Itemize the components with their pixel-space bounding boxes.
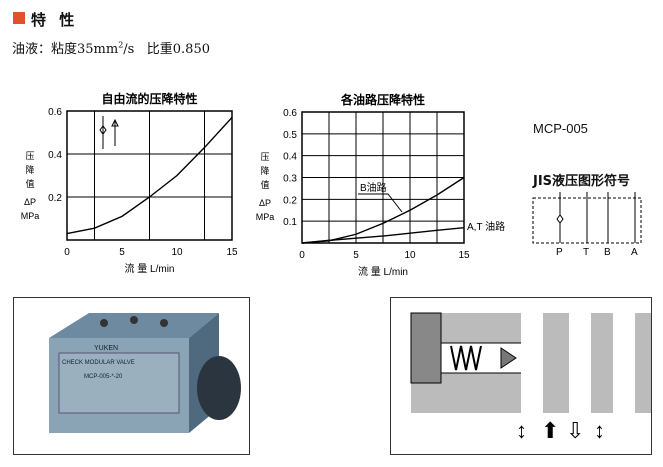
product-photo: YUKEN CHECK MODULAR VALVE MCP-005-*-20 (13, 297, 250, 455)
cross-section-illustration: ↕ ⬆ ⇩ ↕ (410, 312, 651, 443)
series-line (301, 227, 465, 244)
x-tick-label: 10 (171, 247, 183, 258)
photo-model: MCP-005-*-20 (84, 374, 123, 380)
jis-title: JIS液压图形符号 (533, 174, 631, 189)
check-valve-icon (556, 214, 564, 224)
up-arrow-icon: ⬆ (541, 418, 559, 443)
y-tick-label: 0.4 (283, 152, 297, 163)
y-tick-label: 0.5 (283, 130, 297, 141)
y-axis-label: 值 (260, 179, 269, 190)
port-p: P (556, 247, 563, 258)
y-axis-label: 压 (260, 152, 269, 162)
y-tick-label: 0.4 (48, 150, 62, 161)
check-valve-icon (99, 116, 119, 149)
cross-section-diagram: ↕ ⬆ ⇩ ↕ (390, 297, 652, 455)
bidirectional-arrow-icon: ↕ (516, 418, 527, 443)
y-axis-label: ΔP (24, 197, 36, 207)
valve-illustration: YUKEN CHECK MODULAR VALVE MCP-005-*-20 (49, 313, 241, 433)
down-arrow-outline-icon: ⇩ (566, 418, 584, 443)
y-tick-label: 0.2 (48, 193, 62, 204)
y-axis-label: MPa (21, 211, 40, 221)
series-label-b: B油路 (360, 181, 387, 194)
y-tick-label: 0.6 (48, 107, 62, 118)
y-tick-label: 0.1 (283, 217, 297, 228)
chart-title: 自由流的压降特性 (101, 91, 197, 106)
section-title: 特 性 (31, 11, 79, 29)
model-number: MCP-005 (533, 121, 588, 136)
series-label-at: A,T 油路 (467, 220, 505, 233)
oil-viscosity-exponent: 2 (118, 40, 124, 50)
oil-gravity: 比重0.850 (146, 42, 210, 57)
x-tick-label: 15 (226, 247, 238, 258)
oil-spec: 油液：粘度35mm2/s 比重0.850 (12, 38, 210, 57)
x-tick-label: 10 (404, 250, 416, 261)
y-tick-label: 0.3 (283, 174, 297, 185)
y-axis-label: ΔP (259, 198, 271, 208)
y-axis-label: 降 (260, 165, 269, 176)
photo-brand: YUKEN (94, 345, 118, 352)
x-tick-label: 5 (353, 250, 359, 261)
port-pressure-chart: 各油路压降特性 0 5 10 15 0.1 0.2 0.3 0.4 0.5 0.6 流 量 L/min… (256, 92, 505, 278)
x-axis-label: 流 量 L/min (358, 265, 408, 278)
bidirectional-arrow-icon: ↕ (594, 418, 605, 443)
y-tick-label: 0.2 (283, 195, 297, 206)
x-tick-label: 0 (299, 250, 305, 261)
port-b: B (604, 247, 611, 258)
oil-viscosity-unit: /s (123, 42, 135, 57)
leader-line (358, 193, 403, 213)
free-flow-chart: 自由流的压降特性 0 5 10 15 0.2 0.4 0.6 流 量 L/min 压降值 ΔP MPa (21, 91, 238, 275)
x-tick-label: 5 (119, 247, 125, 258)
x-tick-label: 0 (64, 247, 70, 258)
x-tick-label: 15 (458, 250, 470, 261)
port-t: T (583, 247, 589, 258)
y-axis-label: 降 (25, 164, 34, 175)
y-axis-label: 压 (25, 151, 34, 161)
photo-label: CHECK MODULAR VALVE (62, 360, 135, 366)
oil-viscosity: 油液：粘度35mm (12, 42, 119, 57)
section-marker (13, 12, 25, 24)
jis-symbol: P T B A (532, 192, 642, 258)
series-line (66, 116, 233, 235)
plot-frame (66, 110, 233, 241)
y-tick-label: 0.6 (283, 108, 297, 119)
y-axis-label: MPa (256, 212, 275, 222)
spring-icon (450, 345, 482, 371)
port-a: A (631, 247, 638, 258)
chart-title: 各油路压降特性 (340, 92, 425, 107)
y-axis-label: 值 (25, 178, 34, 189)
x-axis-label: 流 量 L/min (124, 262, 174, 275)
